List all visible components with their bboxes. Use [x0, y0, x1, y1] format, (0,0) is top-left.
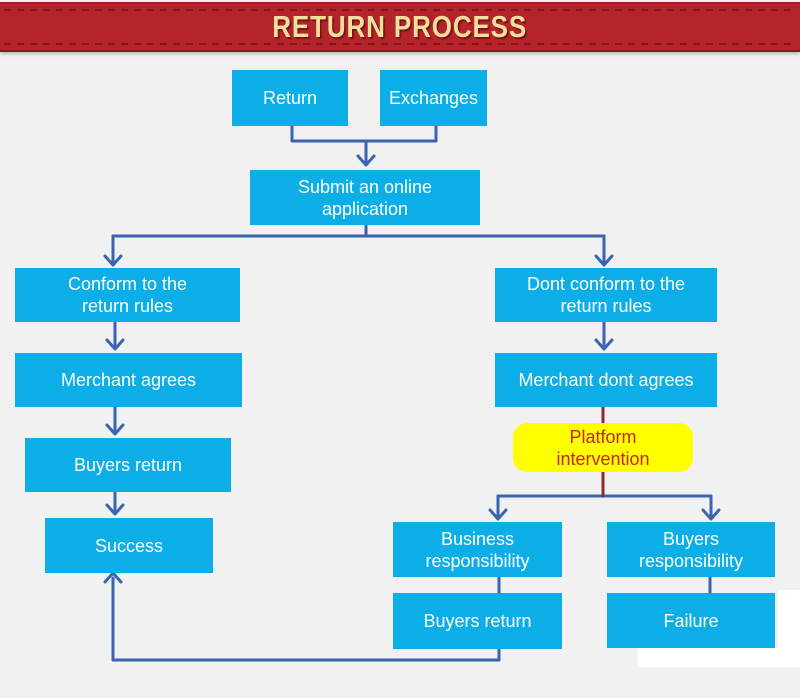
- arrowhead-merchant-agrees: [105, 338, 125, 351]
- page-title: RETURN PROCESS: [272, 9, 528, 44]
- arrowhead-loop-success: [103, 571, 123, 584]
- banner-stitch-top: [4, 9, 796, 11]
- node-buyers-return-left: Buyers return: [25, 438, 231, 492]
- node-conform-return-rules: Conform to the return rules: [15, 268, 240, 322]
- node-business-responsibility: Business responsibility: [393, 522, 562, 577]
- arrowhead-buyers-responsibility: [701, 508, 721, 521]
- node-merchant-agrees: Merchant agrees: [15, 353, 242, 407]
- title-banner: RETURN PROCESS: [0, 2, 800, 52]
- banner-stitch-bottom: [4, 43, 796, 45]
- node-submit-application: Submit an online application: [250, 170, 480, 225]
- node-return: Return: [232, 70, 348, 126]
- arrowhead-conform: [103, 254, 123, 267]
- node-failure: Failure: [607, 593, 775, 648]
- arrowhead-success: [105, 503, 125, 516]
- node-dont-conform-return-rules: Dont conform to the return rules: [495, 268, 717, 322]
- node-exchanges: Exchanges: [380, 70, 487, 126]
- node-platform-intervention: Platform intervention: [513, 423, 693, 472]
- node-buyers-return-bottom: Buyers return: [393, 593, 562, 649]
- node-success: Success: [45, 518, 213, 573]
- white-patch-bottom: [638, 648, 800, 667]
- node-buyers-responsibility: Buyers responsibility: [607, 522, 775, 577]
- arrowhead-dont-conform: [594, 254, 614, 267]
- connector-loop-buyers-return-to-success: [111, 576, 501, 662]
- arrowhead-submit: [356, 154, 376, 167]
- arrowhead-merchant-dont-agrees: [594, 338, 614, 351]
- connector-submit-split: [111, 223, 606, 238]
- white-patch-right: [778, 590, 800, 649]
- node-merchant-dont-agrees: Merchant dont agrees: [495, 353, 717, 407]
- arrowhead-business-responsibility: [488, 508, 508, 521]
- arrowhead-buyers-return-left: [105, 423, 125, 436]
- connector-return-exchanges-join: [290, 124, 438, 143]
